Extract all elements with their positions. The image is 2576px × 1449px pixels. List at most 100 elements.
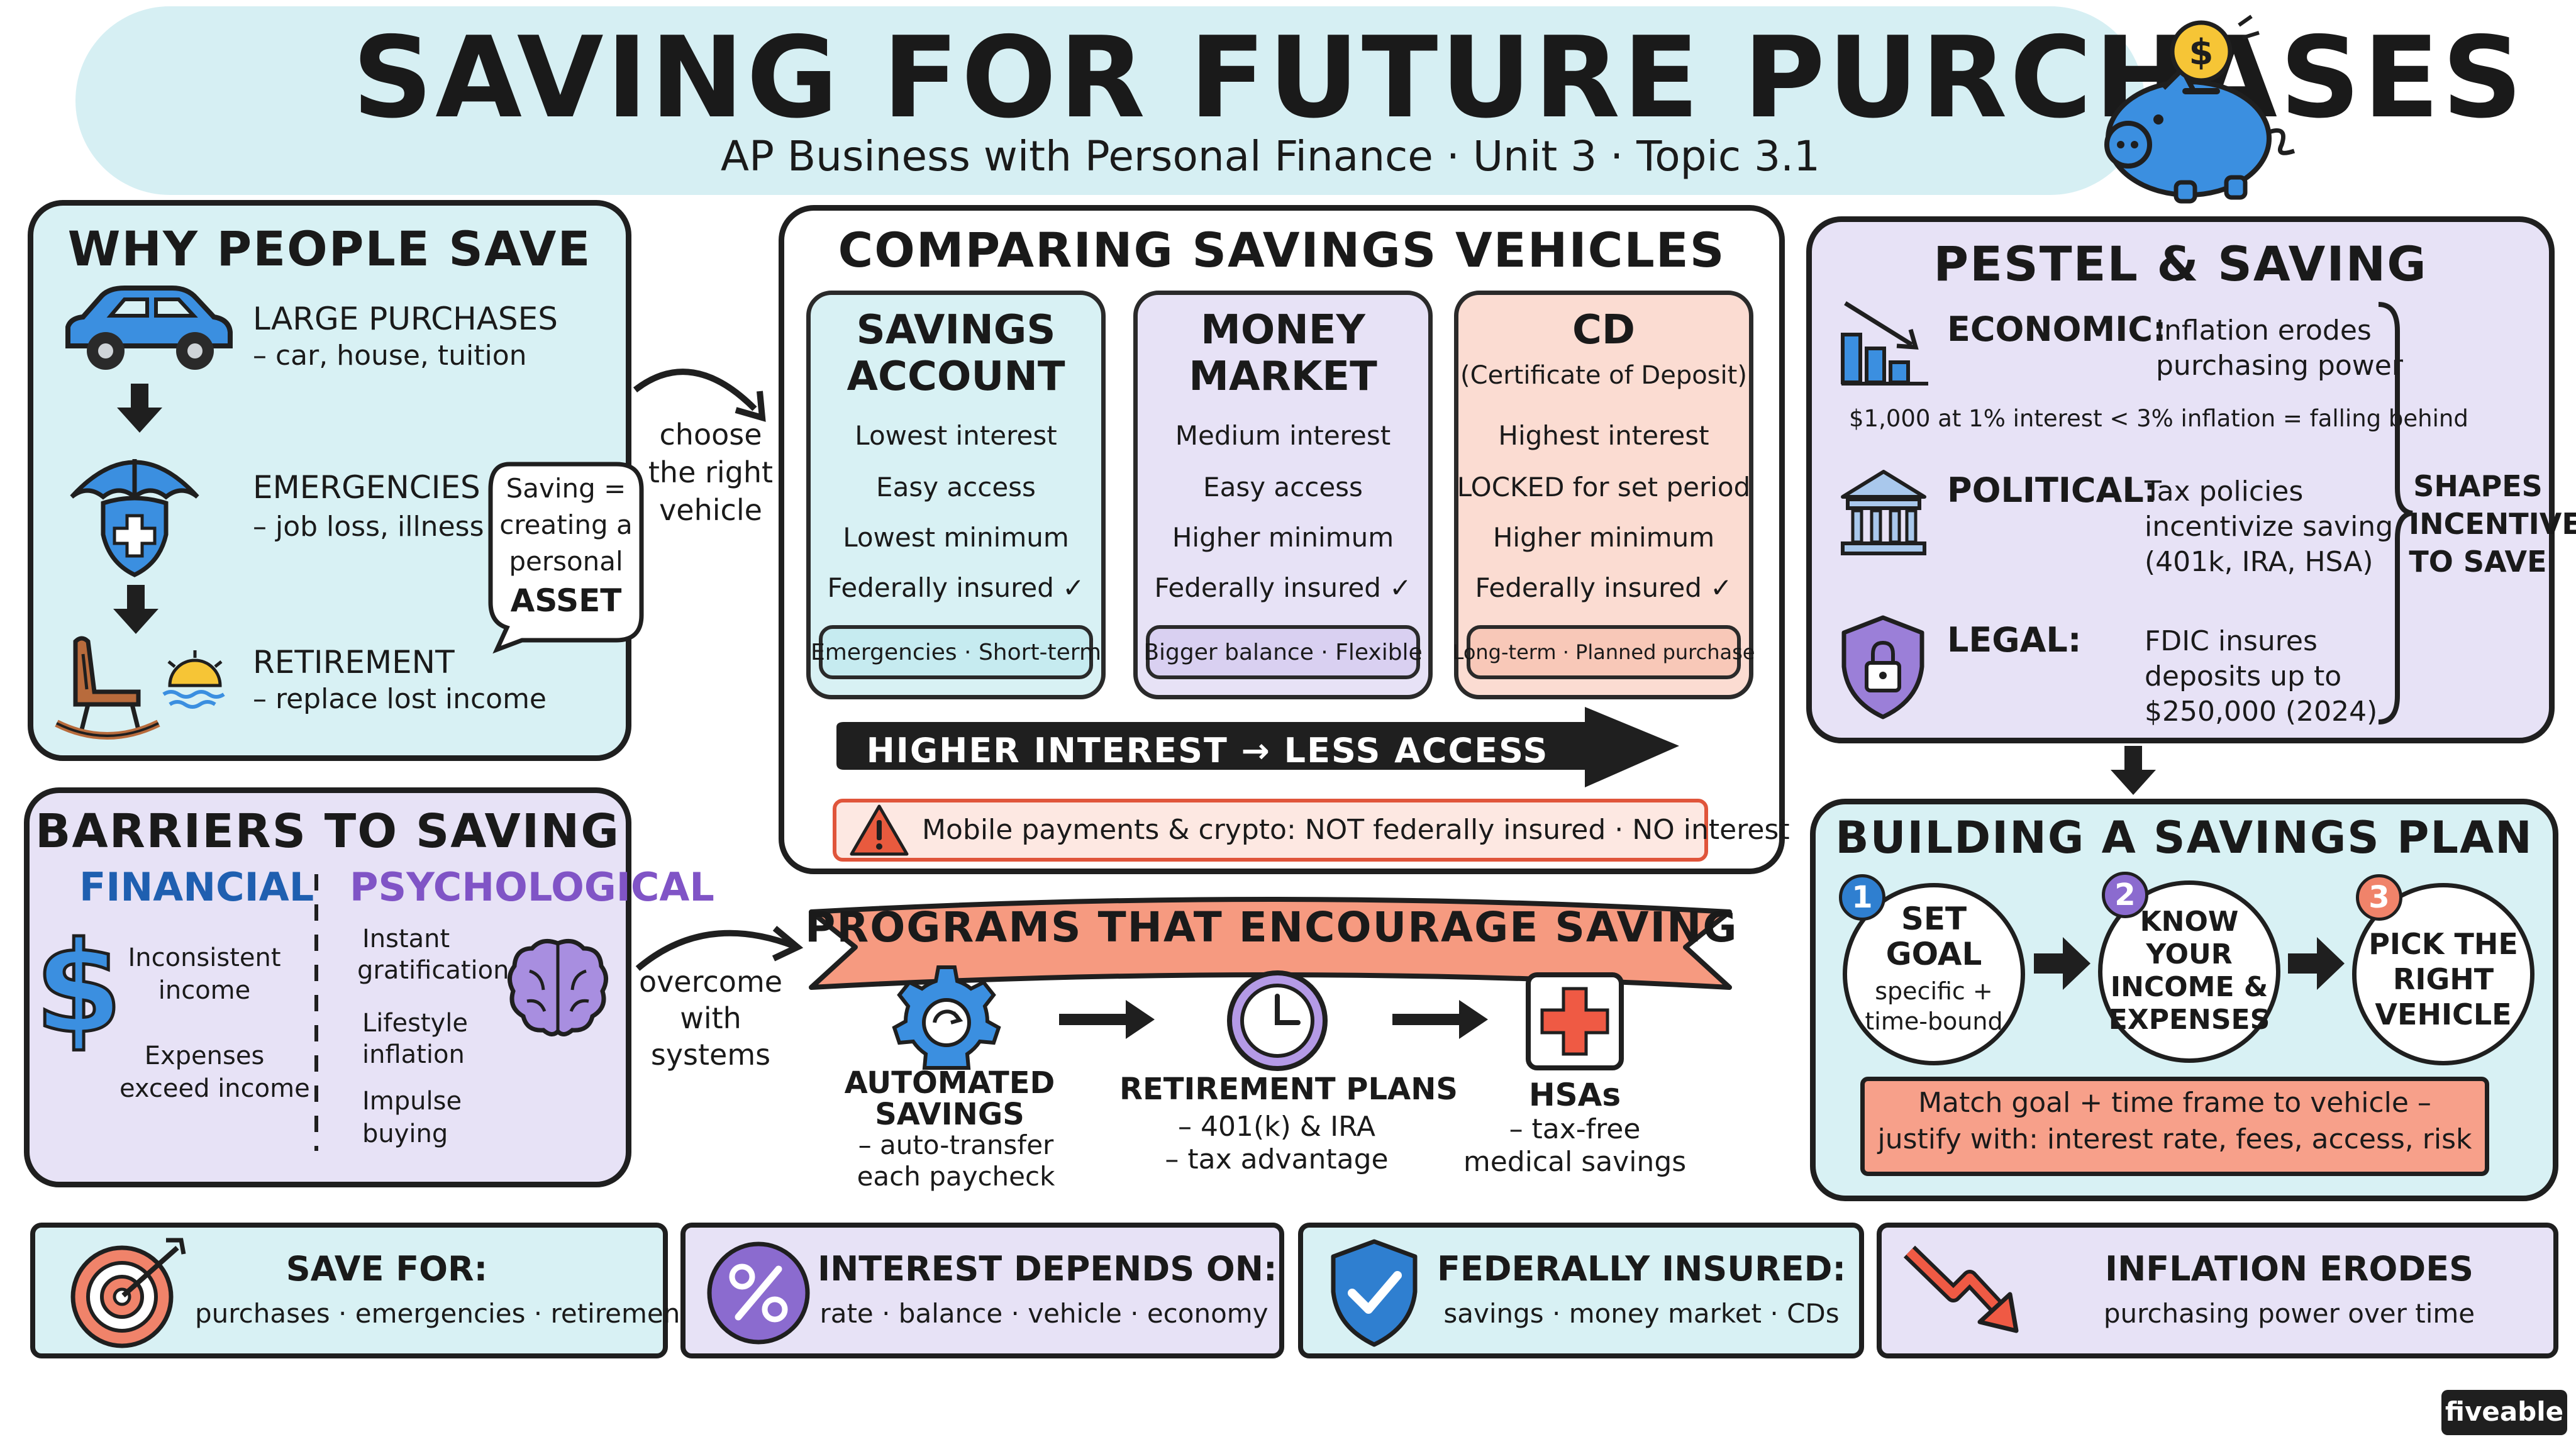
summary-insured-head: FEDERALLY INSURED:	[1436, 1249, 1846, 1289]
financial-item: income	[158, 976, 251, 1005]
gear-icon	[892, 965, 1001, 1070]
step-1-sub: time-bound	[1865, 1008, 2003, 1035]
savings-account-tag: Emergencies · Short-term	[811, 625, 1101, 679]
savings-account-row: Lowest minimum	[843, 522, 1069, 553]
brand-logo: fiveable	[2445, 1396, 2564, 1427]
pestel-economic-note: $1,000 at 1% interest < 3% inflation = f…	[1849, 405, 2468, 432]
shield-lock-icon	[1841, 615, 1924, 719]
cd-row: LOCKED for set period	[1457, 472, 1751, 502]
summary-inflation-sub: purchasing power over time	[2103, 1298, 2475, 1329]
savings-account-title-1: SAVINGS	[856, 307, 1056, 353]
government-building-icon	[1841, 470, 1926, 555]
pestel-legal-text: deposits up to	[2145, 660, 2342, 692]
program-hsa-sub: medical savings	[1463, 1146, 1687, 1178]
higher-interest-label: HIGHER INTEREST → LESS ACCESS	[866, 731, 1549, 770]
money-market-title-1: MONEY	[1201, 307, 1365, 353]
why-item-retirement-sub: – replace lost income	[253, 683, 547, 715]
summary-interest-sub: rate · balance · vehicle · economy	[819, 1298, 1269, 1329]
warning-text: Mobile payments & crypto: NOT federally …	[922, 814, 1790, 846]
pestel-legal-text: $250,000 (2024)	[2145, 696, 2378, 728]
why-item-emergencies-sub: – job loss, illness	[253, 511, 484, 543]
percent-icon	[707, 1241, 810, 1345]
choose-line-1: choose	[659, 418, 762, 452]
why-item-large-purchases: LARGE PURCHASES	[253, 301, 558, 337]
program-automated-sub: – auto-transfer	[858, 1130, 1054, 1160]
programs-title: PROGRAMS THAT ENCOURAGE SAVING	[805, 903, 1738, 952]
brace-label-2: INCENTIVE	[2409, 507, 2576, 541]
piggy-bank-icon: $	[2104, 14, 2296, 204]
pestel-legal-label: LEGAL:	[1947, 620, 2082, 660]
step-2-head: KNOW	[2140, 906, 2239, 938]
step-1-sub: specific +	[1875, 977, 1993, 1005]
psych-item: Impulse	[362, 1087, 462, 1116]
step-number-badge: 3	[2356, 874, 2402, 921]
choose-line-2: the right	[648, 455, 774, 489]
right-arrow-icon	[2288, 937, 2345, 990]
down-arrow-icon	[113, 585, 158, 634]
right-arrow-icon	[1059, 1000, 1155, 1039]
overcome-line-2: with	[680, 1001, 741, 1035]
higher-interest-arrow	[836, 707, 1679, 787]
step-3-head: PICK THE	[2368, 927, 2518, 961]
page-subtitle: AP Business with Personal Finance · Unit…	[720, 132, 1821, 180]
program-retirement-sub: – 401(k) & IRA	[1178, 1111, 1375, 1143]
speech-bubble	[488, 462, 644, 654]
financial-item: Expenses	[144, 1041, 265, 1070]
summary-save-for-head: SAVE FOR:	[286, 1249, 488, 1289]
summary-save-for-sub: purchases · emergencies · retirement	[195, 1298, 691, 1329]
svg-text:$: $	[35, 915, 122, 1062]
psych-item: inflation	[362, 1040, 465, 1069]
program-automated-head: AUTOMATED	[844, 1065, 1055, 1101]
warning-box	[833, 799, 1708, 862]
savings-account-row: Easy access	[876, 472, 1036, 502]
brace-label-1: SHAPES	[2413, 469, 2543, 503]
psych-item: gratification	[357, 956, 509, 985]
step-3-head: VEHICLE	[2375, 997, 2512, 1031]
program-automated-sub: each paycheck	[857, 1161, 1055, 1192]
cd-title-1: CD	[1572, 307, 1636, 353]
pestel-legal-text: FDIC insures	[2145, 625, 2318, 657]
psychological-heading: PSYCHOLOGICAL	[350, 864, 714, 910]
money-market-row: Federally insured ✓	[1154, 572, 1412, 603]
header-banner	[75, 6, 2145, 195]
compare-title: COMPARING SAVINGS VEHICLES	[838, 222, 1726, 278]
pestel-political-text: Tax policies	[2145, 475, 2304, 508]
declining-arrow-icon	[1903, 1245, 2019, 1333]
overcome-line-1: overcome	[638, 965, 783, 999]
pestel-political-text: incentivize saving	[2145, 511, 2394, 543]
program-retirement-sub: – tax advantage	[1165, 1143, 1389, 1175]
pestel-title: PESTEL & SAVING	[1933, 236, 2428, 292]
brand-badge	[2441, 1390, 2567, 1435]
program-hsa-sub: – tax-free	[1509, 1113, 1641, 1145]
step-2-head: INCOME &	[2110, 971, 2268, 1003]
warning-icon	[850, 804, 909, 856]
why-item-large-purchases-sub: – car, house, tuition	[253, 340, 527, 372]
step-3-head: RIGHT	[2392, 962, 2494, 996]
cd-tag: Long-term · Planned purchase	[1453, 625, 1755, 679]
step-1-head: SET	[1901, 901, 1967, 937]
medical-cross-icon	[1526, 972, 1624, 1070]
plan-title: BUILDING A SAVINGS PLAN	[1835, 812, 2533, 863]
target-icon	[70, 1238, 186, 1348]
rocking-chair-icon	[55, 636, 160, 740]
savings-account-title-2: ACCOUNT	[847, 353, 1065, 400]
right-arrow-icon	[1392, 1000, 1488, 1039]
step-number-badge: 1	[1839, 874, 1885, 921]
dashed-divider	[314, 874, 318, 1151]
savings-account-row: Federally insured ✓	[827, 572, 1085, 603]
money-market-row: Easy access	[1203, 472, 1363, 502]
page-title: SAVING FOR FUTURE PURCHASES	[352, 13, 2525, 143]
choose-line-3: vehicle	[659, 493, 762, 527]
summary-inflation-head: INFLATION ERODES	[2105, 1249, 2473, 1289]
overcome-line-3: systems	[650, 1038, 771, 1072]
cd-title-2: (Certificate of Deposit)	[1460, 361, 1747, 390]
cd-row: Federally insured ✓	[1475, 572, 1733, 603]
pestel-economic-text: Inflation erodes	[2156, 314, 2372, 347]
program-automated-head: SAVINGS	[875, 1097, 1024, 1132]
psych-item: Instant	[362, 924, 450, 953]
pestel-political-text: (401k, IRA, HSA)	[2145, 546, 2373, 578]
dollar-icon: $	[33, 914, 124, 1063]
summary-interest-head: INTEREST DEPENDS ON:	[818, 1249, 1277, 1289]
barriers-title: BARRIERS TO SAVING	[35, 804, 620, 858]
step-1-head: GOAL	[1885, 936, 1982, 972]
